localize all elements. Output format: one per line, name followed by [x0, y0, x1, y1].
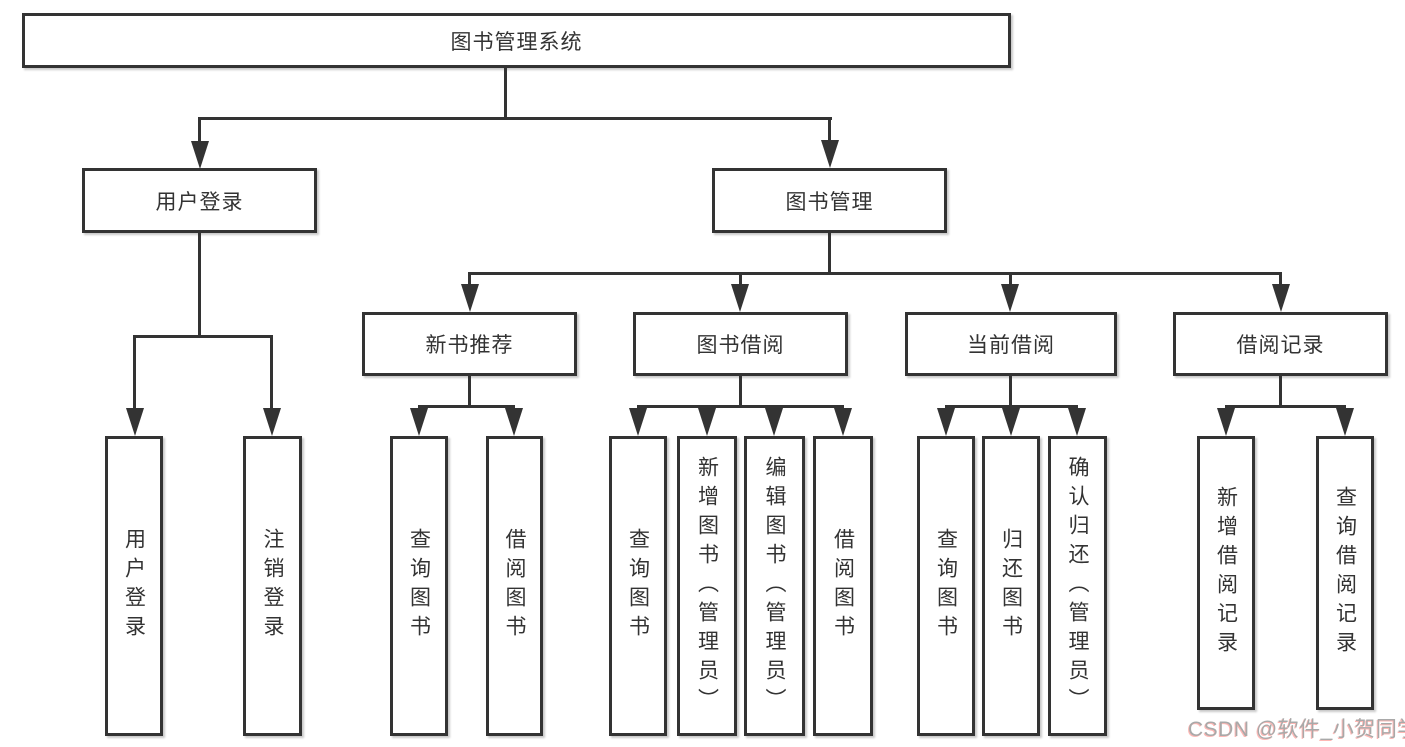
connector-records-stem — [1279, 376, 1282, 408]
connector-drop-leaf-user-login — [133, 335, 136, 409]
node-book-management-label: 图书管理 — [785, 190, 874, 214]
node-leaf-edit-books-admin: 编辑图书（管理员） — [744, 436, 805, 736]
node-leaf-borrow-books-recommend: 借阅图书 — [486, 436, 543, 736]
node-leaf-add-borrow-record: 新增借阅记录 — [1197, 436, 1255, 710]
node-leaf-borrow-books: 借阅图书 — [813, 436, 873, 736]
connector-records-branch — [1225, 405, 1346, 408]
arrowhead-recommend — [461, 284, 479, 312]
node-leaf-logout: 注销登录 — [243, 436, 302, 736]
node-borrowing-records-label: 借阅记录 — [1236, 334, 1325, 357]
connector-drop-borrowing — [739, 272, 742, 285]
connector-recommend-branch — [418, 405, 515, 408]
node-root: 图书管理系统 — [22, 13, 1011, 68]
connector-current-stem — [1009, 376, 1012, 408]
node-new-book-recommend: 新书推荐 — [362, 312, 577, 376]
node-leaf-query-books-recommend: 查询图书 — [390, 436, 448, 736]
node-new-book-recommend-label: 新书推荐 — [425, 334, 514, 357]
node-current-borrowing-label: 当前借阅 — [967, 334, 1055, 357]
arrowhead-add-books — [698, 408, 716, 436]
connector-drop-user-login — [198, 117, 201, 142]
arrowhead-add-record — [1217, 408, 1235, 436]
arrowhead-query-recommend — [410, 408, 428, 436]
arrowhead-borrow-books — [834, 408, 852, 436]
connector-user-login-stem — [198, 233, 201, 337]
node-borrowing-records: 借阅记录 — [1173, 312, 1388, 376]
connector-user-login-branch — [133, 335, 273, 338]
node-book-borrowing-label: 图书借阅 — [696, 334, 785, 357]
connector-drop-current — [1009, 272, 1012, 285]
arrowhead-edit-books — [765, 408, 783, 436]
connector-current-branch — [945, 405, 1078, 408]
node-leaf-user-login: 用户登录 — [105, 436, 163, 736]
node-leaf-confirm-return-admin: 确认归还（管理员） — [1048, 436, 1107, 736]
node-user-login: 用户登录 — [82, 168, 317, 233]
arrowhead-user-login — [191, 141, 209, 169]
arrowhead-query-record — [1336, 408, 1354, 436]
csdn-watermark: CSDN @软件_小贺同学 — [1188, 718, 1405, 741]
node-user-login-label: 用户登录 — [155, 190, 244, 214]
arrowhead-query-borrow — [629, 408, 647, 436]
connector-recommend-stem — [468, 376, 471, 408]
arrowhead-return-books — [1002, 408, 1020, 436]
connector-root-branch — [198, 117, 832, 120]
node-leaf-return-books: 归还图书 — [982, 436, 1040, 736]
connector-drop-leaf-logout — [270, 335, 273, 409]
connector-drop-recommend — [468, 272, 471, 285]
arrowhead-borrowing — [731, 284, 749, 312]
node-root-label: 图书管理系统 — [450, 30, 583, 54]
connector-book-management-branch — [468, 272, 1282, 275]
node-leaf-add-books-admin: 新增图书（管理员） — [677, 436, 737, 736]
connector-book-management-stem — [828, 233, 831, 275]
connector-borrowing-stem — [739, 376, 742, 408]
node-leaf-query-borrow-record: 查询借阅记录 — [1316, 436, 1374, 710]
arrowhead-query-current — [937, 408, 955, 436]
connector-drop-book-management — [828, 117, 831, 142]
node-current-borrowing: 当前借阅 — [905, 312, 1117, 376]
arrowhead-confirm-return — [1068, 408, 1086, 436]
node-book-borrowing: 图书借阅 — [633, 312, 848, 376]
arrowhead-records — [1272, 284, 1290, 312]
node-leaf-query-books-borrow: 查询图书 — [609, 436, 667, 736]
connector-drop-records — [1279, 272, 1282, 285]
connector-root-stem — [504, 68, 507, 119]
node-leaf-query-books-current: 查询图书 — [917, 436, 975, 736]
connector-borrowing-branch — [637, 405, 844, 408]
node-book-management: 图书管理 — [712, 168, 947, 233]
arrowhead-current — [1001, 284, 1019, 312]
arrowhead-book-management — [821, 140, 839, 168]
arrowhead-leaf-user-login — [126, 408, 144, 436]
arrowhead-leaf-logout — [263, 408, 281, 436]
arrowhead-borrow-recommend — [505, 408, 523, 436]
